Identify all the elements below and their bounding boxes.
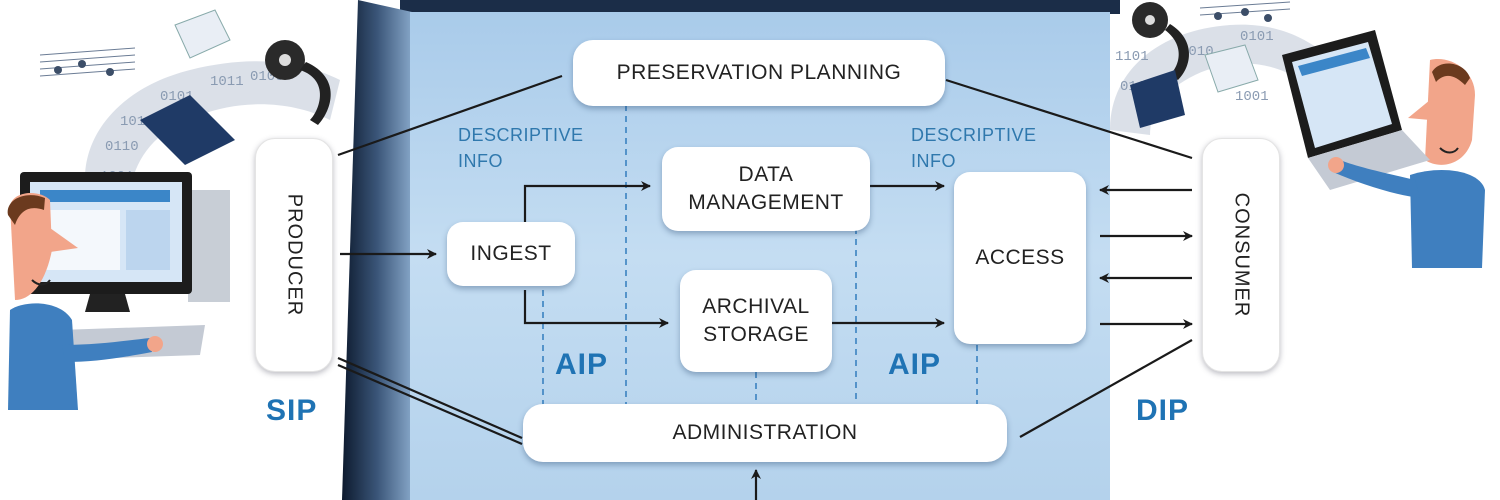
sip-label: SIP [266, 394, 318, 427]
administration-box: ADMINISTRATION [523, 404, 1007, 462]
archival-storage-box: ARCHIVAL STORAGE [680, 270, 832, 372]
data-management-box: DATA MANAGEMENT [662, 147, 870, 231]
flow-arrows [340, 181, 1193, 500]
aip-right-label: AIP [888, 348, 942, 381]
ingest-box: INGEST [447, 222, 575, 286]
producer-person-illustration [7, 172, 230, 410]
svg-text:0101: 0101 [1240, 29, 1274, 45]
consumer-box: CONSUMER [1202, 138, 1280, 372]
producer-label: PRODUCER [283, 193, 306, 317]
svg-text:1001: 1001 [1235, 89, 1269, 105]
dashed-dividers [542, 105, 978, 405]
descriptive-info-left-label: DESCRIPTIVE INFO [458, 125, 584, 171]
connector-lines [337, 74, 1193, 446]
top-strip [400, 0, 1120, 14]
consumer-label: CONSUMER [1230, 192, 1253, 318]
consumer-person-illustration [1282, 30, 1485, 268]
preservation-planning-box: PRESERVATION PLANNING [573, 40, 945, 106]
panel-side-wall [342, 0, 412, 500]
svg-text:0110: 0110 [105, 139, 139, 155]
descriptive-info-right-label: DESCRIPTIVE INFO [911, 125, 1037, 171]
access-box: ACCESS [954, 172, 1086, 344]
svg-text:1101: 1101 [1115, 49, 1149, 65]
producer-box: PRODUCER [255, 138, 333, 372]
dip-label: DIP [1136, 394, 1190, 427]
svg-text:1011: 1011 [210, 74, 244, 90]
aip-left-label: AIP [555, 348, 609, 381]
